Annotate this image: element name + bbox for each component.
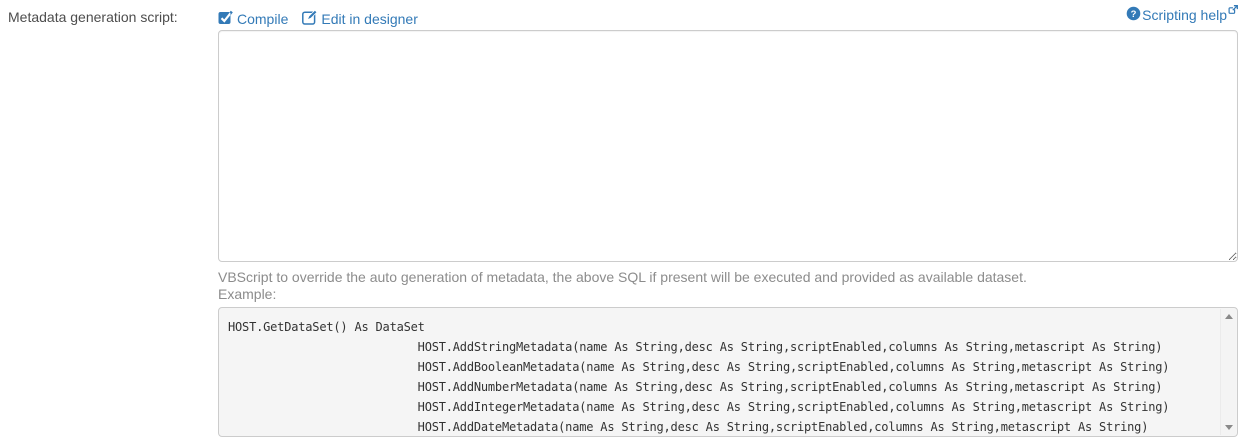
scripting-help-link[interactable]: ? Scripting help: [1126, 5, 1238, 24]
code-scrollbar[interactable]: [1220, 309, 1236, 435]
compile-button[interactable]: Compile: [218, 10, 288, 28]
metadata-script-textarea[interactable]: [218, 30, 1238, 262]
edit-pencil-square-icon: [302, 9, 318, 28]
field-label: Metadata generation script:: [8, 9, 178, 25]
svg-text:?: ?: [1131, 9, 1137, 20]
example-code-block: HOST.GetDataSet() As DataSet HOST.AddStr…: [218, 307, 1238, 437]
question-circle-icon: ?: [1126, 6, 1141, 24]
scroll-down-arrow-icon[interactable]: [1224, 425, 1233, 430]
example-code: HOST.GetDataSet() As DataSet HOST.AddStr…: [228, 320, 1170, 434]
check-square-icon: [218, 10, 233, 28]
script-toolbar: Compile Edit in designer ? Scripting hel…: [218, 0, 1238, 30]
edit-in-designer-label: Edit in designer: [321, 11, 418, 27]
edit-in-designer-button[interactable]: Edit in designer: [302, 9, 418, 28]
field-description: VBScript to override the auto generation…: [218, 269, 1027, 285]
example-label: Example:: [218, 286, 277, 302]
compile-label: Compile: [237, 11, 289, 27]
field-content: Compile Edit in designer ? Scripting hel…: [218, 0, 1238, 437]
external-link-icon: [1228, 2, 1238, 18]
scroll-up-arrow-icon[interactable]: [1224, 314, 1233, 319]
scripting-help-label: Scripting help: [1142, 7, 1227, 23]
